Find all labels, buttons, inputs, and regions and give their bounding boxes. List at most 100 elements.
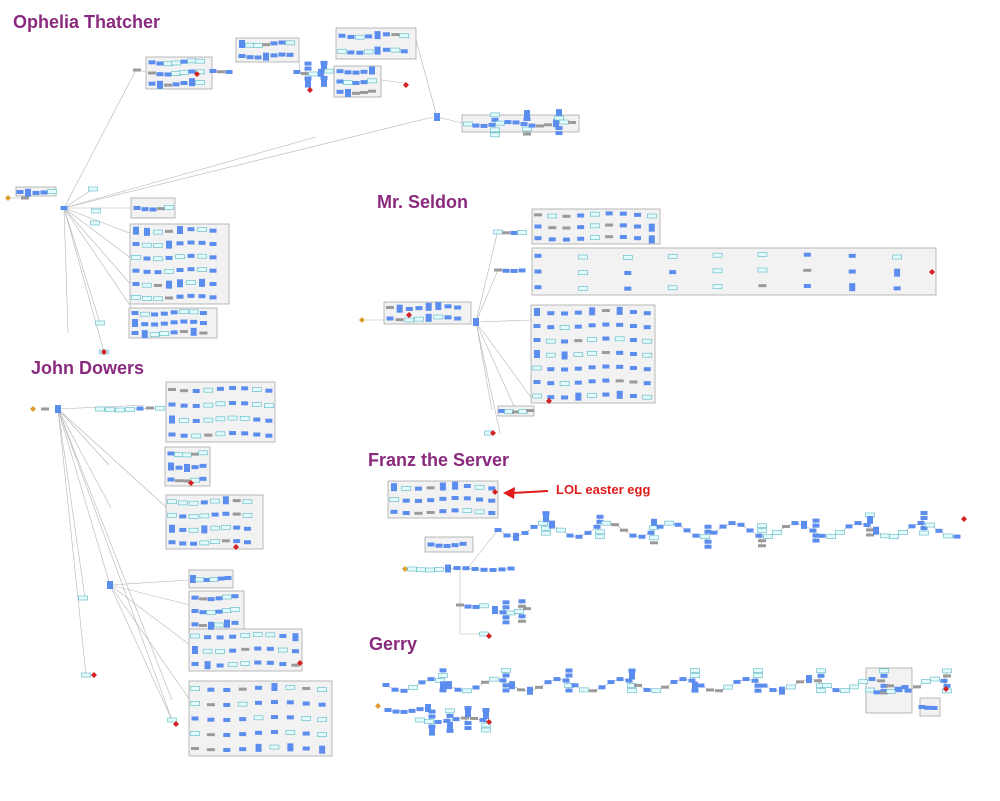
response-node	[230, 607, 240, 612]
dialogue-node	[265, 388, 273, 393]
response-node	[317, 687, 327, 692]
response-node	[153, 229, 163, 235]
condition-node	[512, 410, 520, 414]
end-marker	[233, 544, 239, 550]
dialogue-node	[166, 240, 172, 249]
dialogue-node	[463, 496, 471, 501]
dialogue-node	[391, 483, 397, 492]
condition-node	[221, 539, 230, 543]
dialogue-node	[616, 677, 624, 682]
dialogue-node	[224, 576, 232, 581]
dialogue-node	[873, 690, 881, 695]
end-marker	[486, 633, 492, 639]
connector-line	[57, 408, 87, 676]
dialogue-node	[233, 525, 241, 530]
condition-node	[183, 479, 191, 483]
dialogue-node	[224, 619, 230, 628]
response-node	[434, 567, 444, 572]
dialogue-node	[425, 704, 431, 713]
dialogue-node	[454, 687, 462, 692]
dialogue-node	[192, 418, 200, 423]
dialogue-node	[192, 403, 200, 408]
response-node	[942, 668, 952, 674]
dialogue-node	[574, 380, 582, 385]
dialogue-node	[191, 609, 199, 613]
dialogue-node	[302, 746, 310, 751]
response-node	[242, 499, 253, 505]
response-node	[930, 676, 940, 682]
dialogue-node	[265, 418, 273, 423]
condition-node	[301, 72, 309, 76]
response-node	[197, 267, 207, 272]
dialogue-node	[347, 50, 355, 55]
dialogue-node	[439, 668, 447, 673]
dialogue-node	[302, 701, 310, 706]
connector-line	[63, 207, 101, 324]
condition-node	[426, 510, 435, 514]
condition-node	[758, 539, 766, 543]
dialogue-node	[464, 726, 472, 731]
response-node	[757, 523, 767, 529]
dialogue-node	[166, 280, 172, 289]
condition-node	[206, 733, 215, 737]
dialogue-node	[243, 540, 251, 545]
dialogue-node	[737, 522, 745, 527]
condition-node	[548, 226, 557, 230]
response-node	[174, 452, 184, 457]
response-node	[462, 688, 472, 694]
dialogue-node	[803, 284, 811, 289]
dialogue-node	[534, 350, 540, 358]
dialogue-node	[733, 679, 741, 684]
connector-line	[57, 408, 168, 509]
dialogue-node	[190, 575, 196, 583]
dialogue-node	[867, 515, 873, 524]
condition-node	[481, 680, 489, 684]
dialogue-node	[374, 46, 381, 55]
dialogue-node	[596, 514, 604, 519]
response-node	[438, 673, 448, 678]
response-node	[308, 71, 318, 77]
response-node	[579, 687, 589, 693]
dialogue-node	[141, 322, 149, 327]
dialogue-node	[191, 622, 199, 627]
response-node	[816, 668, 826, 674]
dialogue-node	[602, 364, 610, 369]
response-node	[222, 608, 232, 613]
dialogue-node	[553, 677, 561, 682]
condition-node	[175, 479, 183, 483]
response-node	[175, 254, 185, 259]
response-node	[463, 121, 473, 127]
dialogue-node	[548, 237, 556, 242]
condition-node	[526, 409, 534, 413]
dialogue-node	[848, 253, 856, 258]
dialogue-node	[454, 316, 462, 321]
condition-node	[180, 389, 189, 393]
dialogue-node	[670, 679, 678, 684]
easter-egg-annotation: LOL easter egg	[556, 482, 651, 497]
dialogue-node	[169, 415, 175, 424]
dialogue-node	[167, 451, 175, 456]
response-node	[91, 208, 101, 214]
response-node	[514, 608, 524, 614]
dialogue-node	[547, 325, 555, 330]
dialogue-node	[321, 78, 327, 87]
dialogue-node	[320, 60, 328, 65]
response-node	[390, 47, 401, 53]
dialogue-node	[812, 523, 820, 528]
dialogue-node	[191, 595, 199, 600]
dialogue-node	[191, 716, 199, 721]
dialogue-node	[502, 600, 510, 605]
dialogue-node	[336, 69, 344, 74]
response-node	[879, 668, 889, 674]
dialogue-node	[760, 683, 768, 688]
dialogue-node	[203, 577, 211, 582]
response-node	[886, 688, 896, 694]
dialogue-node	[812, 518, 820, 523]
dialogue-node	[199, 463, 207, 468]
dialogue-node	[55, 405, 61, 413]
dialogue-node	[427, 542, 435, 547]
response-node	[849, 684, 859, 690]
response-node	[649, 535, 659, 541]
response-node	[215, 401, 226, 407]
